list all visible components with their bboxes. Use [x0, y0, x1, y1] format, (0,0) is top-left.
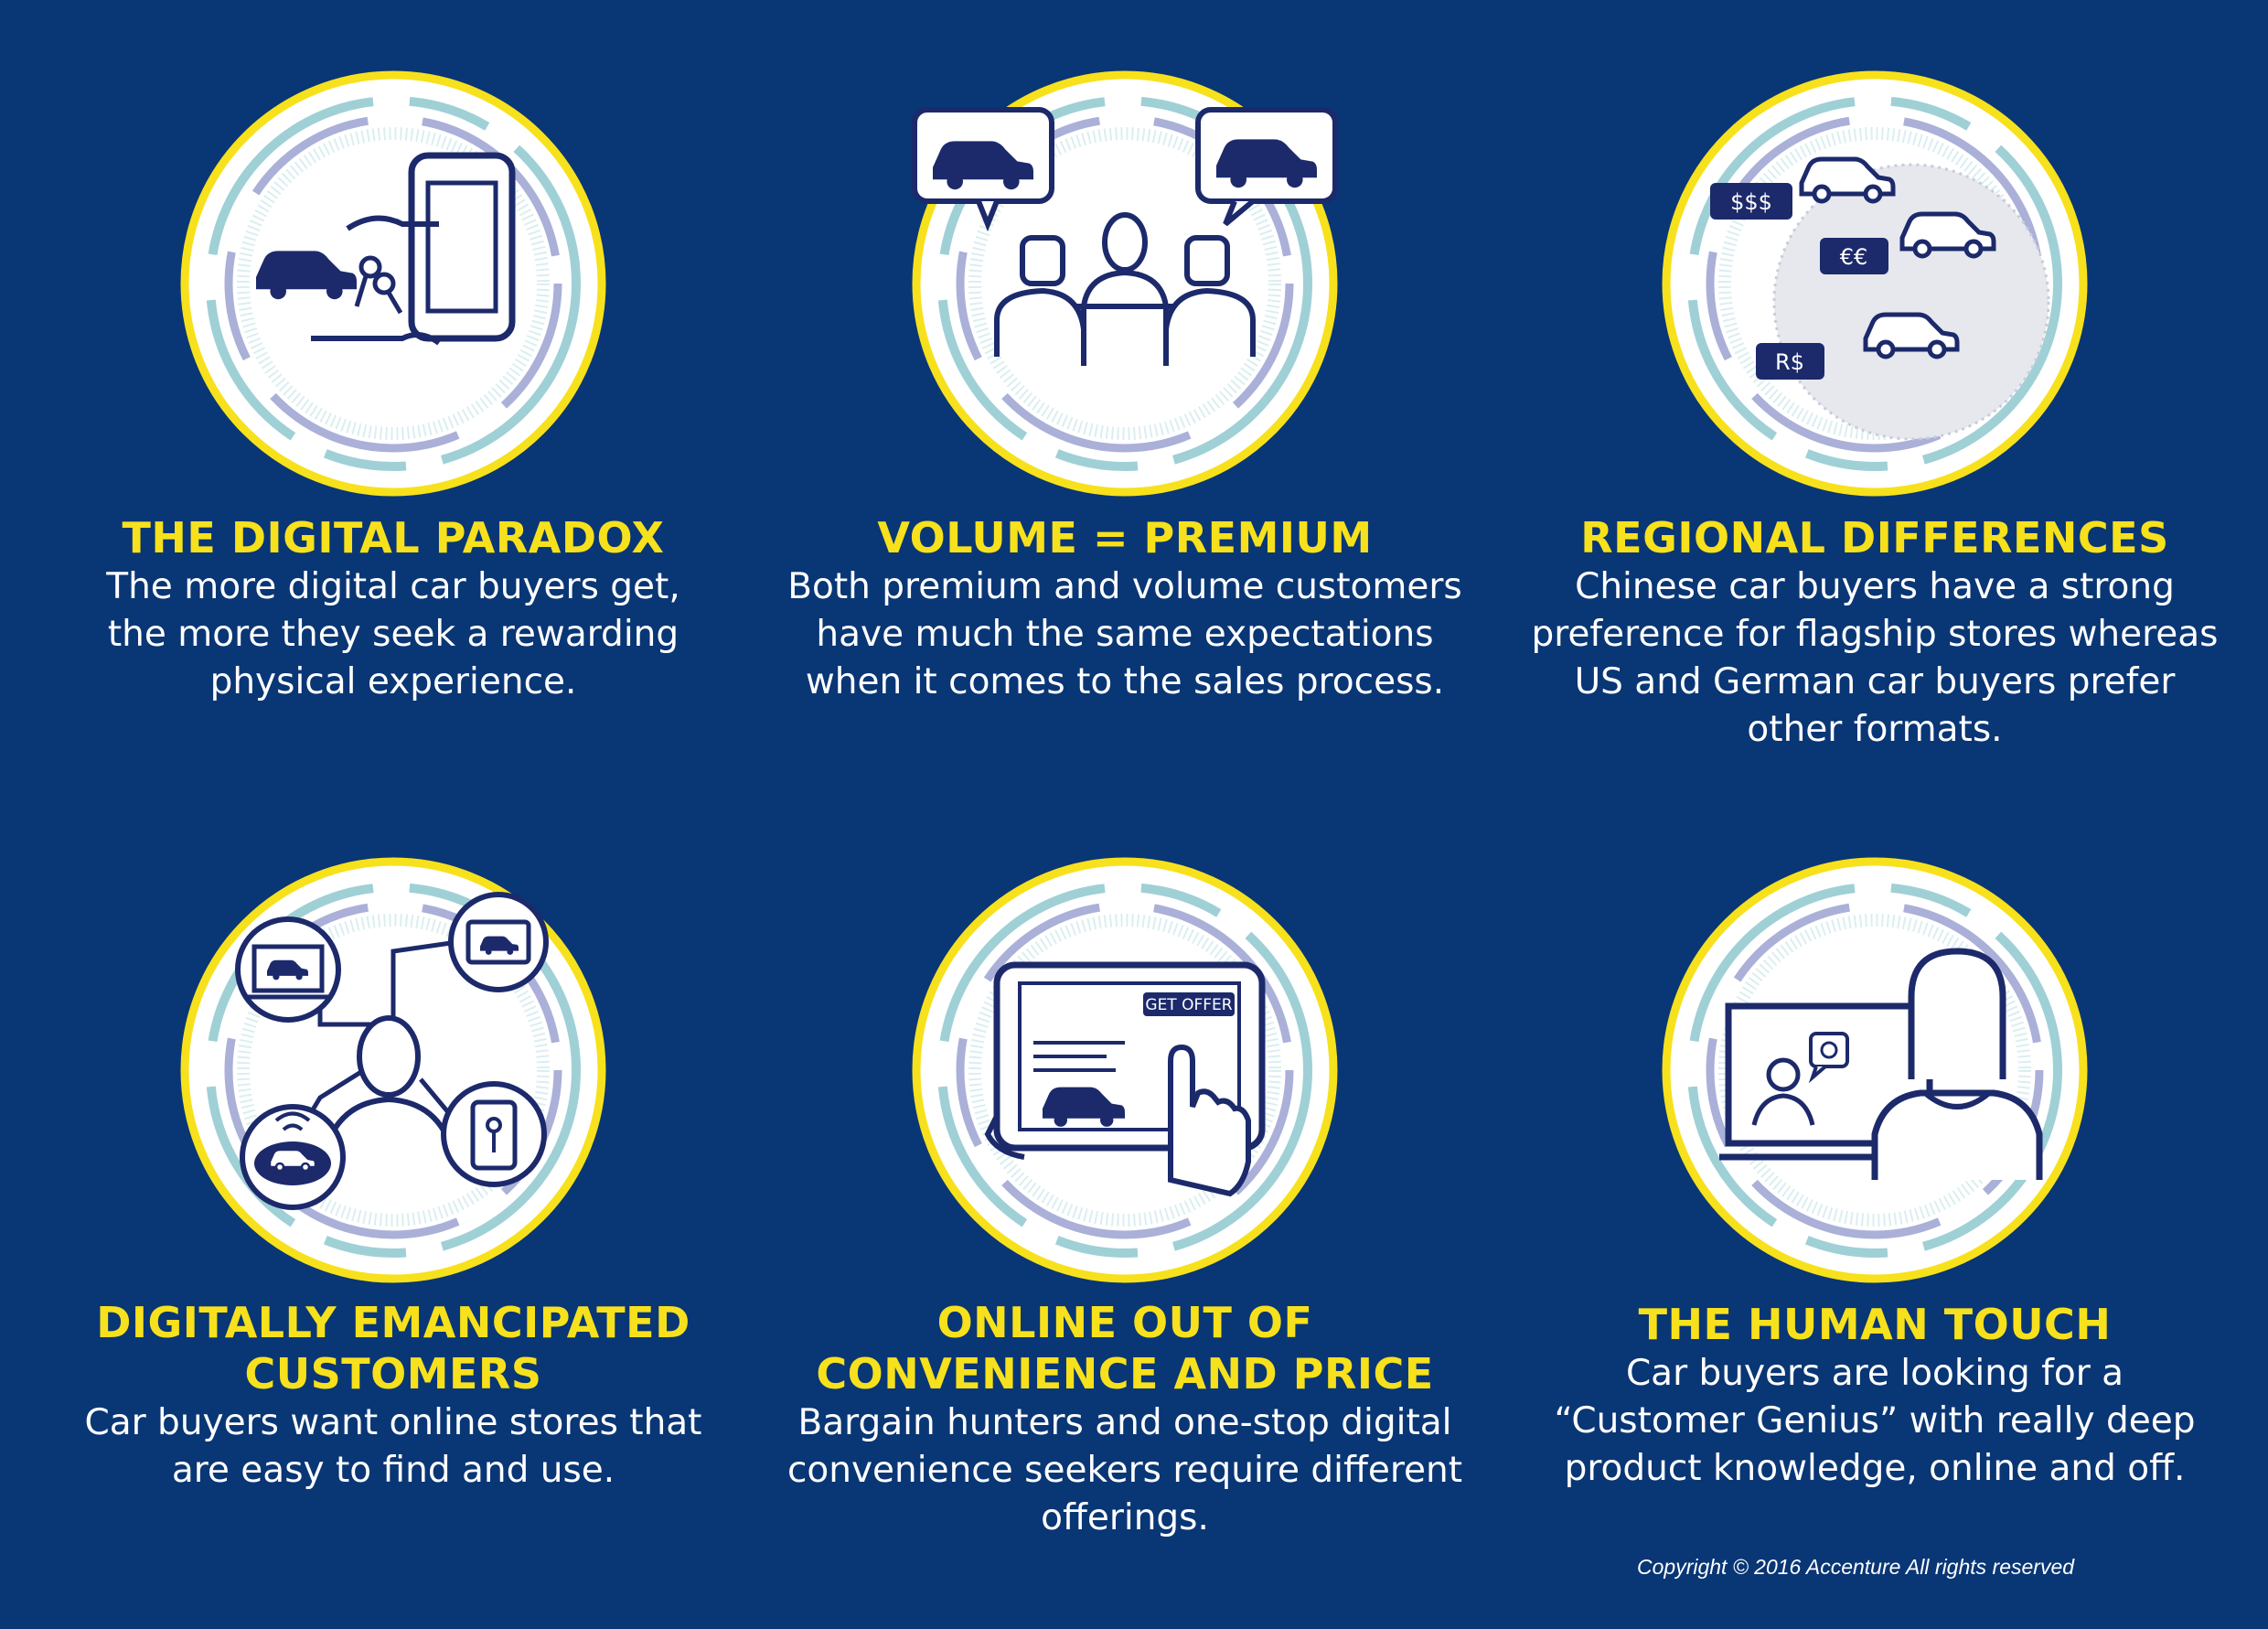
desc-line: offerings.: [1041, 1497, 1209, 1538]
desc-line: product knowledge, online and off.: [1564, 1448, 2186, 1489]
price-tag: R$: [1756, 343, 1824, 380]
badge: [165, 55, 622, 512]
desc-line: other formats.: [1747, 709, 2003, 750]
card-title: REGIONAL DIFFERENCES: [1500, 512, 2250, 563]
svg-text:€€: €€: [1840, 244, 1868, 270]
desc-line: are easy to find and use.: [171, 1450, 615, 1491]
tablet-offer-icon: GET OFFER: [984, 961, 1266, 1197]
title-line: CUSTOMERS: [244, 1349, 542, 1399]
desc-line: Bargain hunters and one-stop digital: [797, 1402, 1452, 1443]
card-description: The more digital car buyers get, the mor…: [18, 563, 768, 706]
desc-line: Car buyers are looking for a: [1625, 1353, 2124, 1394]
car-handover-tablet-icon: [256, 152, 516, 346]
title-line: VOLUME = PREMIUM: [877, 513, 1373, 563]
desc-line: the more they seek a rewarding: [107, 614, 679, 655]
card-description: Car buyers are looking for a “Customer G…: [1500, 1350, 2250, 1493]
desc-line: Both premium and volume customers: [787, 566, 1462, 607]
desc-line: have much the same expectations: [816, 614, 1434, 655]
title-line: CONVENIENCE AND PRICE: [816, 1349, 1434, 1399]
desc-line: when it comes to the sales process.: [805, 661, 1445, 702]
connected-customer-icon: [235, 892, 549, 1210]
desc-line: preference for flagship stores whereas: [1531, 614, 2219, 655]
desc-line: “Customer Genius” with really deep: [1554, 1400, 2196, 1441]
card-title: DIGITALLY EMANCIPATED CUSTOMERS: [18, 1297, 768, 1399]
card-description: Bargain hunters and one-stop digital con…: [750, 1399, 1500, 1542]
desc-line: Chinese car buyers have a strong: [1575, 566, 2175, 607]
badge: [165, 841, 622, 1299]
svg-text:$$$: $$$: [1730, 189, 1772, 215]
sales-meeting-icon: [912, 107, 1338, 366]
title-line: THE DIGITAL PARADOX: [122, 513, 665, 563]
card-description: Both premium and volume customers have m…: [750, 563, 1500, 706]
card-title: VOLUME = PREMIUM: [750, 512, 1500, 563]
card-description: Car buyers want online stores that are e…: [18, 1399, 768, 1495]
title-line: DIGITALLY EMANCIPATED: [96, 1298, 690, 1347]
card-title: THE DIGITAL PARADOX: [18, 512, 768, 563]
desc-line: physical experience.: [209, 661, 577, 702]
badge: [1646, 841, 2103, 1299]
title-line: ONLINE OUT OF: [936, 1298, 1313, 1347]
title-line: THE HUMAN TOUCH: [1638, 1300, 2112, 1349]
get-offer-button-label: GET OFFER: [1145, 996, 1232, 1014]
title-line: REGIONAL DIFFERENCES: [1580, 513, 2169, 563]
customer-genius-icon: [1719, 948, 2043, 1180]
price-tag: €€: [1820, 238, 1888, 274]
desc-line: Car buyers want online stores that: [84, 1402, 702, 1443]
card-title: THE HUMAN TOUCH: [1500, 1299, 2250, 1350]
globe-prices-icon: $$$ €€ R$: [1710, 159, 2050, 441]
desc-line: The more digital car buyers get,: [106, 566, 680, 607]
desc-line: US and German car buyers prefer: [1574, 661, 2176, 702]
card-title: ONLINE OUT OF CONVENIENCE AND PRICE: [750, 1297, 1500, 1399]
badge: GET OFFER: [896, 841, 1353, 1299]
price-tag: $$$: [1710, 183, 1792, 220]
badge: $$$ €€ R$: [1646, 55, 2103, 512]
svg-text:R$: R$: [1775, 349, 1804, 375]
badge: [896, 55, 1353, 512]
desc-line: convenience seekers require different: [786, 1450, 1463, 1491]
card-description: Chinese car buyers have a strong prefere…: [1500, 563, 2250, 754]
copyright-notice: Copyright © 2016 Accenture All rights re…: [1637, 1555, 2075, 1579]
